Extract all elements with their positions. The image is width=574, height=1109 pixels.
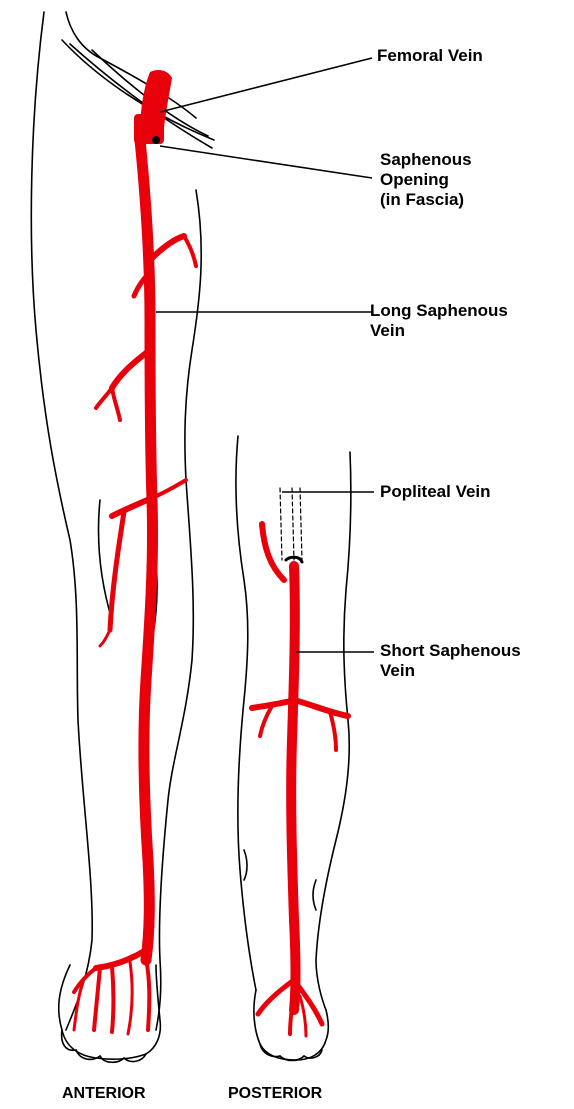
saphenous-opening-marker: [152, 136, 160, 144]
short-saphenous-vein-label: Short Saphenous Vein: [380, 641, 521, 681]
anterior-caption: ANTERIOR: [62, 1085, 146, 1103]
saphenous-opening-label: Saphenous Opening (in Fascia): [380, 150, 472, 210]
femoral-vein-label: Femoral Vein: [377, 46, 483, 66]
saphenous-opening-label-line-2: Opening: [380, 170, 472, 190]
long-saphenous-vein-label: Long Saphenous Vein: [370, 301, 508, 341]
saphenous-opening-leader: [160, 146, 372, 178]
saphenous-opening-label-line-1: Saphenous: [380, 150, 472, 170]
posterior-caption: POSTERIOR: [228, 1085, 322, 1103]
femoral-vein-leader: [160, 58, 372, 112]
short-saphenous-vein-network: [252, 524, 348, 1036]
long-saphenous-vein-network: [74, 70, 196, 1034]
long-saphenous-vein-label-line-2: Vein: [370, 321, 508, 341]
saphenous-opening-label-line-3: (in Fascia): [380, 190, 472, 210]
short-saphenous-vein-label-line-1: Short Saphenous: [380, 641, 521, 661]
leader-lines: [156, 58, 374, 652]
short-saphenous-vein-label-line-2: Vein: [380, 661, 521, 681]
popliteal-vein-label: Popliteal Vein: [380, 482, 491, 502]
long-saphenous-vein-label-line-1: Long Saphenous: [370, 301, 508, 321]
